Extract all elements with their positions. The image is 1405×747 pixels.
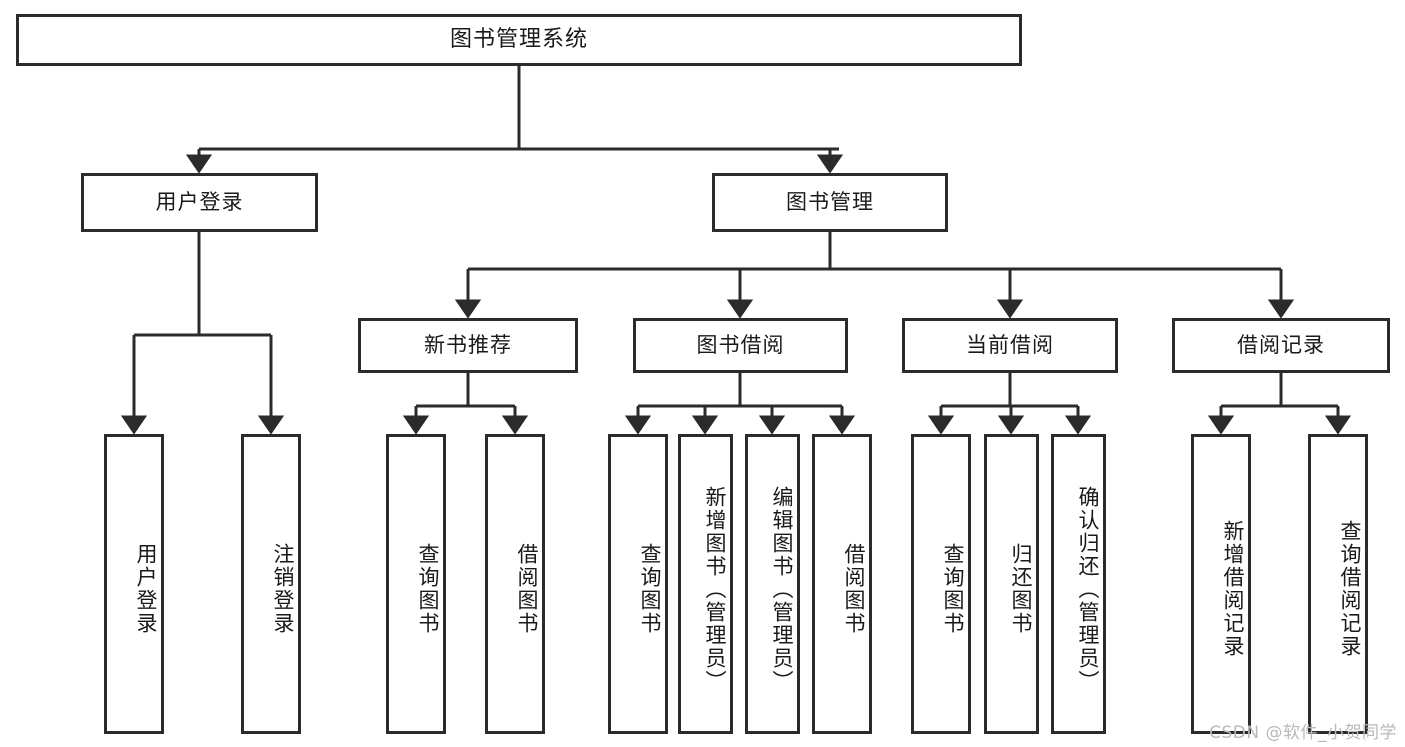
watermark-text: CSDN @软件_小贺同学 — [1209, 723, 1397, 743]
node-user-login[interactable]: 用户登录 — [81, 173, 318, 232]
node-leaf-add-borrow-record[interactable]: 新增借阅记录 — [1191, 434, 1251, 734]
node-leaf-add-book-admin-label: 新增图书（管理员） — [703, 485, 727, 693]
node-leaf-query-book-rec[interactable]: 查询图书 — [386, 434, 446, 734]
node-leaf-confirm-return-admin[interactable]: 确认归还（管理员） — [1051, 434, 1106, 734]
node-leaf-query-book-current-label: 查询图书 — [941, 543, 965, 635]
node-leaf-edit-book-admin[interactable]: 编辑图书（管理员） — [745, 434, 800, 734]
node-new-book-recommend-label: 新书推荐 — [424, 332, 512, 357]
node-leaf-borrow-book-borrow-label: 借阅图书 — [842, 543, 866, 635]
node-leaf-user-logout[interactable]: 注销登录 — [241, 434, 301, 734]
node-root-label: 图书管理系统 — [449, 26, 588, 52]
node-leaf-user-logout-label: 注销登录 — [271, 543, 295, 635]
node-user-login-label: 用户登录 — [155, 189, 244, 214]
node-leaf-query-book-borrow[interactable]: 查询图书 — [608, 434, 668, 734]
node-leaf-query-book-rec-label: 查询图书 — [416, 543, 440, 635]
node-root-system[interactable]: 图书管理系统 — [16, 14, 1022, 66]
node-leaf-edit-book-admin-label: 编辑图书（管理员） — [770, 485, 794, 693]
node-book-borrow-label: 图书借阅 — [696, 332, 785, 357]
node-leaf-return-book-label: 归还图书 — [1009, 543, 1033, 635]
node-current-borrow-label: 当前借阅 — [966, 332, 1054, 357]
node-book-management-label: 图书管理 — [786, 189, 874, 214]
node-leaf-add-book-admin[interactable]: 新增图书（管理员） — [678, 434, 733, 734]
node-leaf-borrow-book-borrow[interactable]: 借阅图书 — [812, 434, 872, 734]
node-leaf-user-login[interactable]: 用户登录 — [104, 434, 164, 734]
node-leaf-query-book-current[interactable]: 查询图书 — [911, 434, 971, 734]
node-current-borrow[interactable]: 当前借阅 — [902, 318, 1118, 373]
node-borrow-record-label: 借阅记录 — [1237, 332, 1325, 357]
node-book-management[interactable]: 图书管理 — [712, 173, 948, 232]
node-new-book-recommend[interactable]: 新书推荐 — [358, 318, 578, 373]
node-borrow-record[interactable]: 借阅记录 — [1172, 318, 1390, 373]
node-leaf-query-borrow-record-label: 查询借阅记录 — [1338, 520, 1362, 658]
node-leaf-user-login-label: 用户登录 — [134, 543, 158, 635]
node-leaf-borrow-book-rec[interactable]: 借阅图书 — [485, 434, 545, 734]
node-leaf-query-borrow-record[interactable]: 查询借阅记录 — [1308, 434, 1368, 734]
node-book-borrow[interactable]: 图书借阅 — [633, 318, 848, 373]
node-leaf-return-book[interactable]: 归还图书 — [984, 434, 1039, 734]
node-leaf-query-book-borrow-label: 查询图书 — [638, 543, 662, 635]
node-leaf-add-borrow-record-label: 新增借阅记录 — [1221, 520, 1245, 658]
node-leaf-confirm-return-admin-label: 确认归还（管理员） — [1076, 485, 1100, 693]
node-leaf-borrow-book-rec-label: 借阅图书 — [515, 543, 539, 635]
